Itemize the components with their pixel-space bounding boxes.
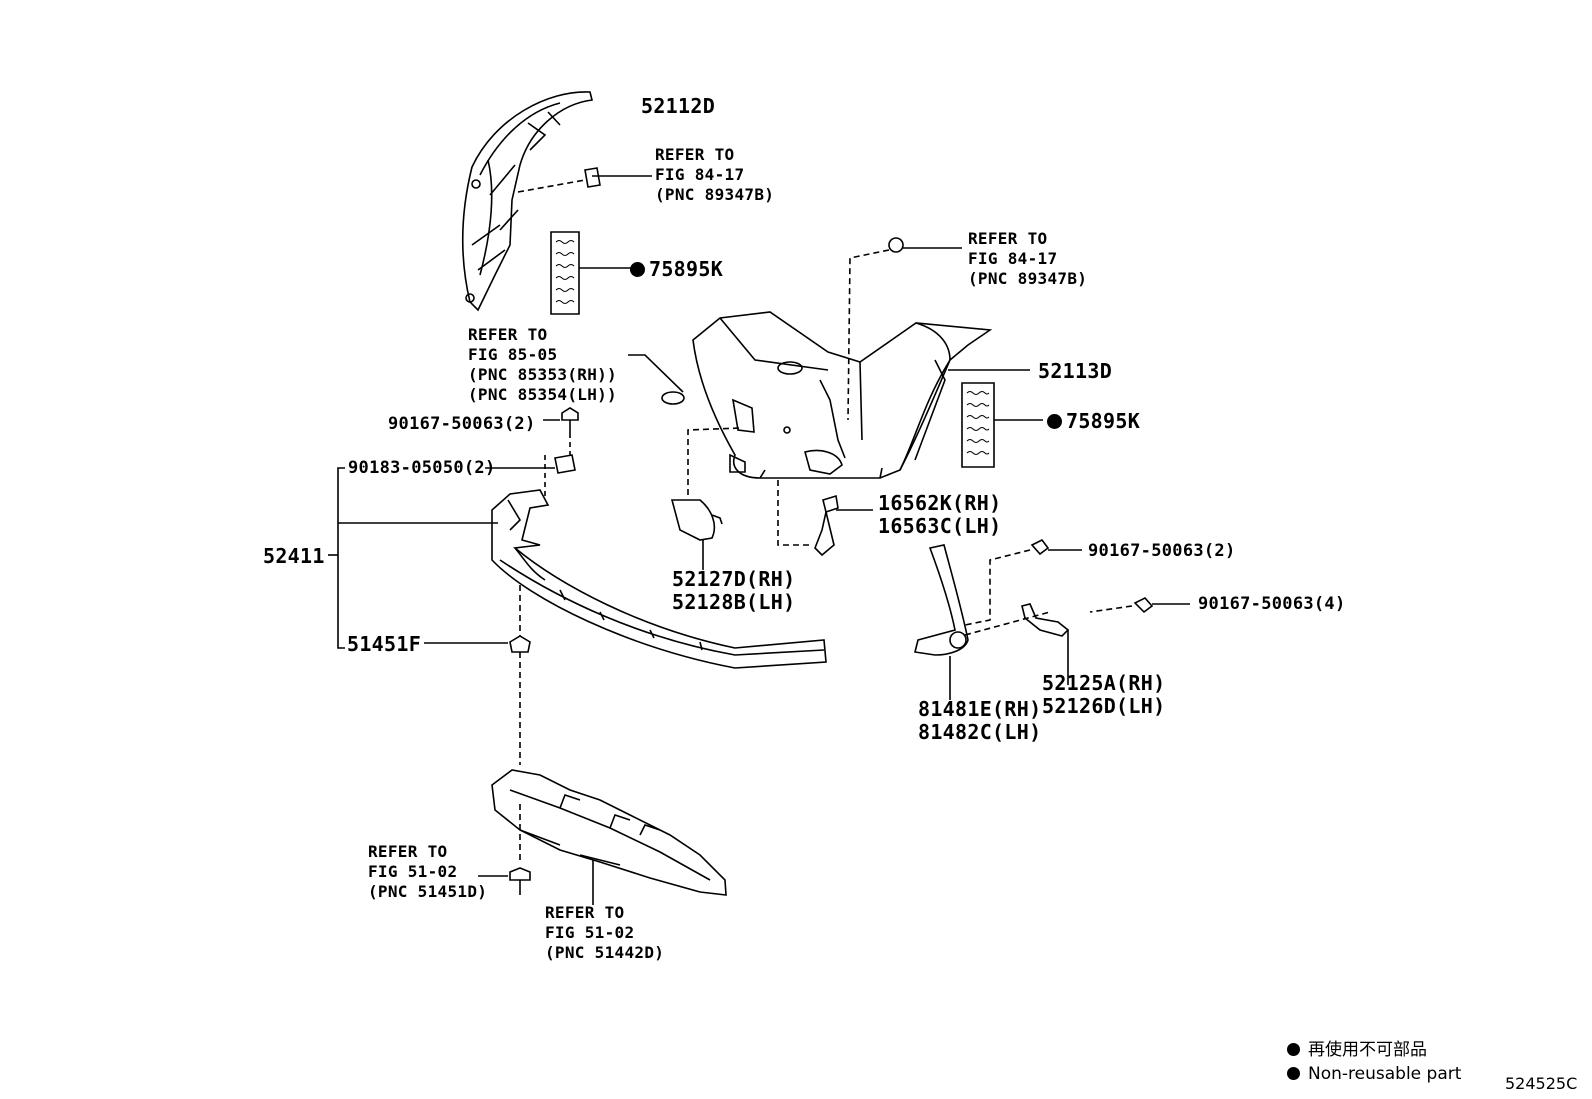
bracket-16562K	[778, 480, 873, 555]
bullet-icon	[1287, 1043, 1300, 1056]
part-51442D-undercover	[492, 770, 726, 905]
callout-90167-50063-2-right: 90167-50063(2)	[1088, 541, 1236, 561]
callout-75895K-right: 75895K	[1047, 410, 1140, 432]
clip-89347B-left	[518, 168, 652, 192]
callout-81482C: 81482C(LH)	[918, 720, 1042, 744]
part-52411-lower-bar	[492, 490, 826, 668]
callout-52125A: 52125A(RH)	[1042, 671, 1166, 695]
ref-fig-51-02-b-line2: FIG 51-02	[545, 923, 635, 942]
ref-fig-51-02-a-line2: FIG 51-02	[368, 862, 458, 881]
part-52127D-cap	[672, 428, 740, 570]
ref-fig-85-05-line2: FIG 85-05	[468, 345, 558, 364]
callout-52126D: 52126D(LH)	[1042, 694, 1166, 718]
callout-52411: 52411	[263, 544, 325, 568]
bolt-90167-left	[543, 408, 578, 455]
ref-fig-85-05-line1: REFER TO	[468, 325, 548, 344]
bolt-51451D	[478, 800, 530, 895]
seal-75895K-left	[551, 232, 633, 314]
callout-75895K-left: 75895K	[630, 258, 723, 280]
ref-fig-51-02-b-line3: (PNC 51442D)	[545, 943, 665, 962]
ref-fig-84-17-a-line2: FIG 84-17	[655, 165, 745, 184]
callout-16563C: 16563C(LH)	[878, 514, 1002, 538]
ref-fig-84-17-a-line3: (PNC 89347B)	[655, 185, 775, 204]
seal-75895K-right	[962, 383, 1043, 467]
callout-16562K: 16562K(RH)	[878, 491, 1002, 515]
ref-fig-84-17-a-line1: REFER TO	[655, 145, 735, 164]
callout-81481E: 81481E(RH)	[918, 697, 1042, 721]
legend-non-reusable-en: Non-reusable part	[1287, 1062, 1461, 1086]
nut-90183	[485, 455, 575, 498]
ref-fig-51-02-b-line1: REFER TO	[545, 903, 625, 922]
ref-fig-84-17-b-line2: FIG 84-17	[968, 249, 1058, 268]
bullet-icon	[1287, 1067, 1300, 1080]
callout-52113D: 52113D	[1038, 359, 1113, 383]
emblem-ref-85-05	[628, 355, 684, 404]
bolt-90167-right-2	[965, 540, 1082, 625]
ref-fig-85-05-line4: (PNC 85354(LH))	[468, 385, 617, 404]
callout-51451F: 51451F	[347, 632, 422, 656]
group-bracket-52411	[328, 468, 498, 648]
non-reusable-bullet-icon	[1047, 414, 1062, 429]
callout-90183-05050: 90183-05050(2)	[348, 458, 496, 478]
part-52113D-illustration	[693, 312, 990, 478]
callout-90167-50063-2-left: 90167-50063(2)	[388, 414, 536, 434]
part-52112D-illustration	[463, 92, 592, 310]
callout-52127D: 52127D(RH)	[672, 567, 796, 591]
callout-75895K-left-text: 75895K	[649, 257, 724, 281]
clip-89347B-right	[848, 238, 962, 420]
legend-non-reusable-jp: 再使用不可部品	[1287, 1038, 1427, 1062]
bracket-52125A	[1022, 598, 1190, 685]
callout-75895K-right-text: 75895K	[1066, 409, 1141, 433]
legend-en-text: Non-reusable part	[1308, 1064, 1462, 1084]
ref-fig-84-17-b-line3: (PNC 89347B)	[968, 269, 1088, 288]
ref-fig-84-17-b-line1: REFER TO	[968, 229, 1048, 248]
ref-fig-51-02-a-line1: REFER TO	[368, 842, 448, 861]
ref-fig-85-05-line3: (PNC 85353(RH))	[468, 365, 617, 384]
non-reusable-bullet-icon	[630, 262, 645, 277]
ref-fig-51-02-a-line3: (PNC 51451D)	[368, 882, 488, 901]
callout-90167-50063-4: 90167-50063(4)	[1198, 594, 1346, 614]
figure-id: 524525C	[1505, 1074, 1578, 1093]
legend-jp-text: 再使用不可部品	[1308, 1040, 1427, 1060]
callout-52112D: 52112D	[641, 94, 716, 118]
callout-52128B: 52128B(LH)	[672, 590, 796, 614]
grommet-51451F	[424, 585, 530, 765]
